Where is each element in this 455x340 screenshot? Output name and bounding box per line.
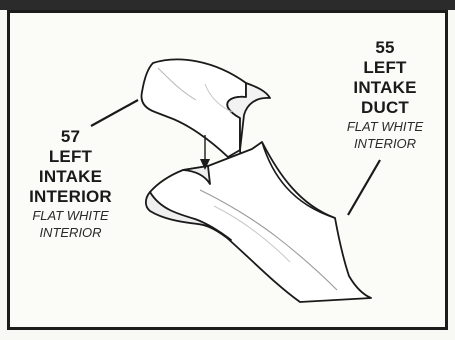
leader-line-55 [347,159,381,216]
part-55-number: 55 [375,38,395,57]
part-55-name-line-3: DUCT [360,98,409,117]
part-57-name-line-3: INTERIOR [29,187,112,206]
part-55-name-line-1: LEFT [363,58,407,77]
leader-line-57 [90,99,139,127]
part-57-name-line-1: LEFT [48,147,93,166]
page-edge-strip [0,0,455,10]
part-57-finish-line-2: INTERIOR [39,225,102,240]
part-57-callout: 57 LEFT INTAKE INTERIOR FLAT WHITE INTER… [18,127,123,241]
part-55-finish-line-1: FLAT WHITE [346,119,424,134]
part-57-name-line-2: INTAKE [38,167,103,186]
part-55-name-line-2: INTAKE [353,78,417,97]
part-55-finish-line-2: INTERIOR [353,136,417,151]
part-55-left-intake-duct [144,141,372,303]
part-57-finish-line-1: FLAT WHITE [32,208,109,223]
assembly-arrow [200,135,210,170]
part-57-number: 57 [60,127,81,146]
part-55-callout: 55 LEFT INTAKE DUCT FLAT WHITE INTERIOR [330,38,440,152]
